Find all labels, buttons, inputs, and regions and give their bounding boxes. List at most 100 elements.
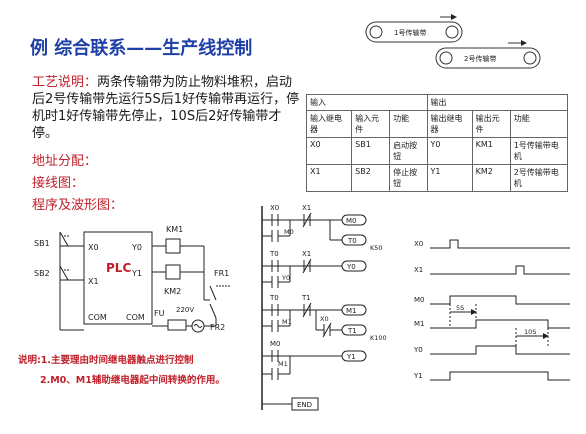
wave-x0 bbox=[430, 239, 570, 249]
conveyor-belt-2: 2号传输带 bbox=[435, 40, 541, 69]
x1-terminal-label: X1 bbox=[88, 277, 99, 286]
km2-label: KM2 bbox=[164, 287, 181, 296]
plc-label: PLC bbox=[106, 261, 131, 275]
fr1-label: FR1 bbox=[214, 269, 229, 278]
wave-y0 bbox=[430, 345, 570, 355]
col-header: 输出元件 bbox=[471, 110, 511, 138]
table-cell: 2号传输带电机 bbox=[509, 164, 569, 192]
y0-coil bbox=[341, 260, 367, 272]
conveyor-diagram: 1号传输带 2号传输带 bbox=[365, 14, 541, 69]
r2-m0-label: M0 bbox=[284, 228, 294, 236]
y1-terminal-label: Y1 bbox=[131, 269, 142, 278]
table-cell: X0 bbox=[305, 137, 353, 165]
r5-k100-label: K100 bbox=[370, 334, 387, 342]
slide-title: 例 综合联系——生产线控制 bbox=[30, 38, 253, 59]
timing-y1-label: Y1 bbox=[413, 372, 423, 380]
r5-t1-label: T1 bbox=[301, 294, 311, 302]
end-label: END bbox=[297, 401, 312, 409]
table-cell: KM1 bbox=[471, 137, 511, 165]
t0-coil bbox=[341, 234, 367, 246]
wiring-diagram: PLC X0 X1 COM Y0 Y1 COM SB1 SB2 bbox=[34, 225, 230, 333]
note-line-1: 说明:1.主要理由时间继电器触点进行控制 bbox=[18, 355, 194, 366]
output-header: 输出 bbox=[426, 94, 569, 111]
r3-t0-label: T0 bbox=[269, 250, 279, 258]
table-cell: Y1 bbox=[426, 164, 473, 192]
note-line-2: 2.M0、M1辅助继电器起中间转换的作用。 bbox=[40, 375, 225, 386]
delay-10s-label: 10S bbox=[524, 328, 536, 336]
description-text: 两条传输带为防止物料堆积，启动后2号传输带先运行5S后1好传输带再运行，停机时1… bbox=[32, 75, 300, 141]
table-cell: Y0 bbox=[426, 137, 473, 165]
sb2-label: SB2 bbox=[34, 269, 50, 278]
col-header: 输出继电器 bbox=[426, 110, 473, 138]
m1-coil bbox=[341, 304, 367, 316]
voltage-label: 220V bbox=[176, 306, 194, 314]
end-box bbox=[291, 397, 319, 411]
col-header: 功能 bbox=[509, 110, 569, 138]
r5-x0-label: X0 bbox=[320, 315, 329, 323]
r5-m1-label: M1 bbox=[346, 307, 357, 315]
fr-contacts bbox=[209, 285, 230, 319]
delay-markers bbox=[449, 304, 549, 346]
com-right-label: COM bbox=[126, 313, 145, 322]
timing-x1-label: X1 bbox=[414, 266, 423, 274]
r1-k50-label: K50 bbox=[370, 244, 383, 252]
ladder-diagram: X0 X1 M0 T0 K50 M0 T0 X1 Y0 Y0 bbox=[261, 204, 387, 411]
timing-y0-label: Y0 bbox=[413, 346, 423, 354]
r7-y1-label: Y1 bbox=[346, 353, 356, 361]
r4-y0-label: Y0 bbox=[281, 274, 290, 282]
sb1-switch bbox=[59, 231, 70, 247]
km2-coil bbox=[165, 264, 181, 280]
input-header: 输入 bbox=[306, 94, 428, 111]
r3-y0-label: Y0 bbox=[346, 263, 356, 271]
wave-m1 bbox=[430, 319, 570, 329]
r3-x1-label: X1 bbox=[302, 250, 311, 258]
process-description: 工艺说明：两条传输带为防止物料堆积，启动后2号传输带先运行5S后1好传输带再运行… bbox=[32, 74, 300, 142]
table-cell: 停止按钮 bbox=[389, 164, 428, 192]
fr2-label: FR2 bbox=[210, 323, 225, 332]
program-section-label: 程序及波形图： bbox=[32, 198, 124, 213]
col-header: 输入继电器 bbox=[305, 110, 353, 138]
r6-m1-label: M1 bbox=[282, 318, 292, 326]
wiring-section-label: 接线图： bbox=[32, 176, 85, 191]
address-section-label: 地址分配： bbox=[32, 154, 98, 169]
description-label: 工艺说明： bbox=[32, 75, 98, 90]
r1-t0-label: T0 bbox=[347, 237, 357, 245]
table-cell: 启动按钮 bbox=[389, 137, 428, 165]
table-cell: X1 bbox=[305, 164, 353, 192]
r1-m0-label: M0 bbox=[346, 217, 357, 225]
km1-coil bbox=[165, 238, 181, 254]
sb2-switch bbox=[59, 265, 70, 281]
wave-y1 bbox=[430, 371, 570, 381]
table-row: X1 SB2 停止按钮 Y1 KM2 2号传输带电机 bbox=[305, 164, 569, 192]
table-row: X0 SB1 启动按钮 Y0 KM1 1号传输带电机 bbox=[305, 137, 569, 165]
x0-terminal-label: X0 bbox=[88, 243, 99, 252]
t1-coil bbox=[341, 324, 367, 336]
conveyor-belt-1: 1号传输带 bbox=[365, 14, 463, 43]
table-cell: SB2 bbox=[351, 164, 391, 192]
plc-box bbox=[83, 231, 153, 325]
km1-label: KM1 bbox=[166, 225, 183, 234]
timing-x0-label: X0 bbox=[414, 240, 423, 248]
sb1-label: SB1 bbox=[34, 239, 50, 248]
delay-5s-label: 5S bbox=[456, 304, 464, 312]
r1-x1-label: X1 bbox=[302, 204, 311, 212]
table-cell: SB1 bbox=[351, 137, 391, 165]
r8-m1-label: M1 bbox=[278, 360, 288, 368]
table-cell: KM2 bbox=[471, 164, 511, 192]
conveyor-2-label: 2号传输带 bbox=[464, 54, 496, 63]
r1-x0-label: X0 bbox=[270, 204, 279, 212]
r5-t0-label: T0 bbox=[269, 294, 279, 302]
r7-m0-label: M0 bbox=[270, 340, 281, 348]
r5-t1-coil-label: T1 bbox=[347, 327, 357, 335]
com-left-label: COM bbox=[88, 313, 107, 322]
timing-diagram: X0 X1 M0 M1 Y0 Y1 5S 10S bbox=[413, 239, 570, 381]
timing-m1-label: M1 bbox=[414, 320, 425, 328]
y1-coil bbox=[341, 350, 367, 362]
col-header: 输入元件 bbox=[351, 110, 391, 138]
wave-x1 bbox=[430, 265, 570, 275]
table-cell: 1号传输带电机 bbox=[509, 137, 569, 165]
y0-terminal-label: Y0 bbox=[131, 243, 142, 252]
io-assignment-table: 输入 输出 输入继电器 输入元件 功能 输出继电器 输出元件 功能 X0 SB1… bbox=[305, 94, 569, 192]
